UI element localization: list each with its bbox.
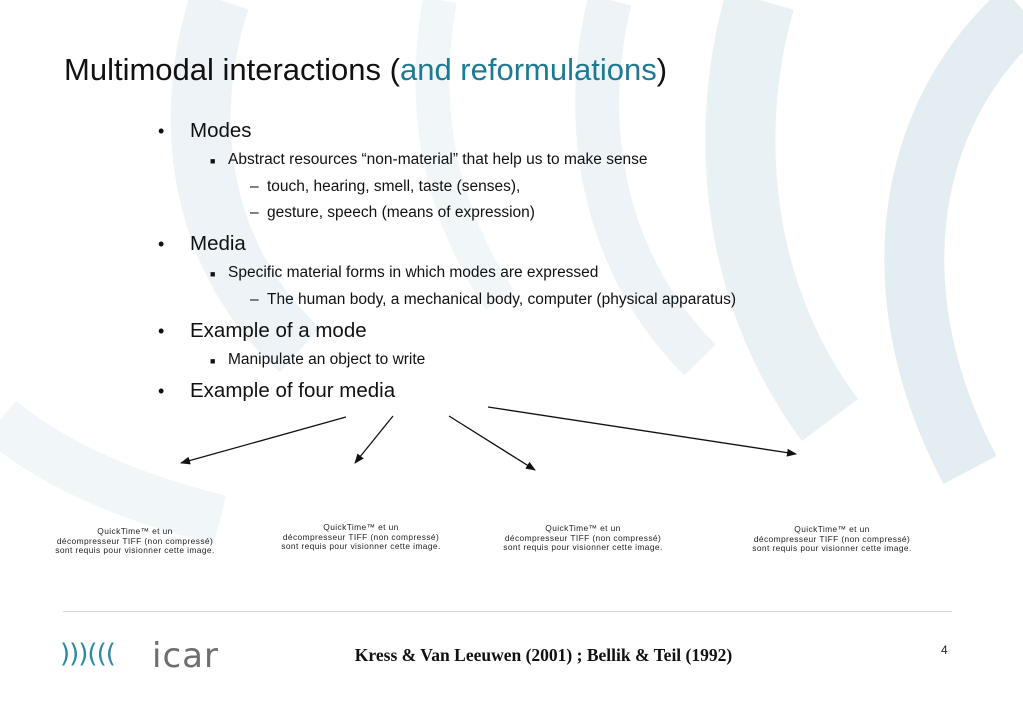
placeholder-line: sont requis pour visionner cette image. [752, 543, 912, 553]
icar-logo: )))((( icar [60, 636, 230, 676]
placeholder-line: QuickTime™ et un [323, 522, 399, 532]
outline-text: Example of four media [190, 379, 396, 402]
outline-item: ■ Specific material forms in which modes… [210, 263, 599, 283]
square-bullet: ■ [210, 356, 216, 366]
placeholder-line: sont requis pour visionner cette image. [281, 541, 441, 551]
title-main: Multimodal interactions ( [64, 52, 400, 87]
logo-text: icar [152, 636, 219, 676]
outline-text: Specific material forms in which modes a… [228, 264, 599, 281]
page-number: 4 [941, 643, 948, 657]
dash-bullet: – [250, 204, 259, 221]
placeholder-line: décompresseur TIFF (non compressé) [753, 533, 911, 544]
citation-text: Kress & Van Leeuwen (2001) ; Bellik & Te… [354, 645, 733, 665]
image-placeholder: QuickTime™ et un décompresseur TIFF (non… [493, 523, 673, 553]
outline-item: • Modes [158, 118, 252, 144]
arrow-icon [448, 415, 536, 471]
placeholder-line: QuickTime™ et un [545, 523, 621, 533]
dash-bullet: – [250, 291, 259, 308]
outline-item: – touch, hearing, smell, taste (senses), [250, 177, 521, 197]
placeholder-line: QuickTime™ et un [794, 524, 870, 534]
outline-item: ■ Abstract resources “non-material” that… [210, 150, 648, 170]
outline-item: • Example of a mode [158, 318, 367, 344]
outline-text: Modes [190, 119, 252, 142]
title-close: ) [656, 52, 668, 87]
outline-item: • Example of four media [158, 378, 396, 404]
placeholder-line: sont requis pour visionner cette image. [55, 545, 215, 555]
placeholder-line: décompresseur TIFF (non compressé) [282, 531, 440, 542]
footer-divider [63, 611, 952, 612]
slide-title: Multimodal interactions (and reformulati… [64, 50, 667, 90]
outline-text: touch, hearing, smell, taste (senses), [267, 178, 521, 195]
round-bullet: • [158, 234, 165, 254]
logo-marks: )))((( [60, 639, 116, 669]
outline-text: Abstract resources “non-material” that h… [228, 151, 648, 168]
square-bullet: ■ [210, 269, 216, 279]
square-bullet: ■ [210, 156, 216, 166]
round-bullet: • [158, 381, 165, 401]
placeholder-line: QuickTime™ et un [97, 526, 173, 536]
arrow-icon [487, 406, 797, 457]
placeholder-line: décompresseur TIFF (non compressé) [56, 535, 214, 546]
outline-text: Example of a mode [190, 319, 367, 342]
outline-item: • Media [158, 231, 246, 257]
image-placeholder: QuickTime™ et un décompresseur TIFF (non… [50, 526, 220, 556]
arrow-icon [180, 416, 347, 465]
outline-text: gesture, speech (means of expression) [267, 204, 535, 221]
title-accent: and reformulations [399, 52, 657, 87]
outline-text: Media [190, 232, 246, 255]
outline-item: – gesture, speech (means of expression) [250, 203, 535, 223]
round-bullet: • [158, 321, 165, 341]
arrow-icon [354, 415, 394, 464]
outline-item: ■ Manipulate an object to write [210, 350, 426, 370]
image-placeholder: QuickTime™ et un décompresseur TIFF (non… [276, 522, 446, 552]
placeholder-line: sont requis pour visionner cette image. [503, 542, 663, 552]
outline-text: Manipulate an object to write [228, 351, 426, 368]
image-placeholder: QuickTime™ et un décompresseur TIFF (non… [744, 524, 920, 554]
citation: Kress & Van Leeuwen (2001) ; Bellik & Te… [0, 645, 1023, 666]
outline-text: The human body, a mechanical body, compu… [267, 291, 736, 308]
placeholder-line: décompresseur TIFF (non compressé) [504, 532, 662, 543]
outline-item: – The human body, a mechanical body, com… [250, 290, 736, 310]
dash-bullet: – [250, 178, 259, 195]
round-bullet: • [158, 121, 165, 141]
